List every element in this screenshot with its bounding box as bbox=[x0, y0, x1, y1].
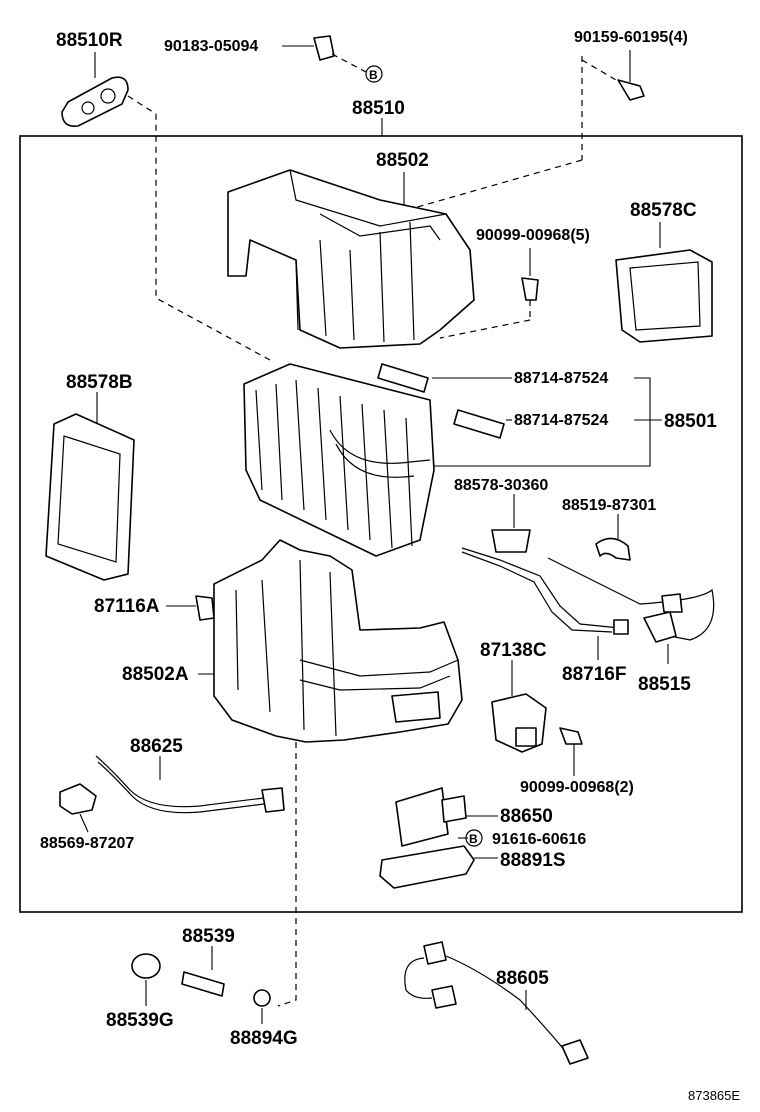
assembly-frame-88510 bbox=[19, 118, 743, 913]
marker-b-circle-lower bbox=[465, 829, 483, 847]
figure-code: 873865E bbox=[688, 1088, 740, 1103]
label-90183-05094: 90183-05094 bbox=[164, 38, 258, 55]
packing-88578b[interactable] bbox=[45, 392, 135, 581]
marker-b-upper: B bbox=[369, 68, 378, 82]
label-88502a: 88502A bbox=[122, 664, 189, 685]
label-88578b: 88578B bbox=[66, 372, 133, 393]
label-88519-87301: 88519-87301 bbox=[562, 497, 656, 514]
label-88539: 88539 bbox=[182, 926, 235, 947]
thermistor-88716f[interactable] bbox=[461, 547, 629, 660]
label-88510: 88510 bbox=[352, 98, 405, 119]
clip-88578-30360[interactable] bbox=[491, 494, 531, 553]
label-88569-87207: 88569-87207 bbox=[40, 835, 134, 852]
sensor-88515[interactable] bbox=[547, 557, 715, 664]
label-88605: 88605 bbox=[496, 968, 549, 989]
label-88501: 88501 bbox=[664, 411, 717, 432]
screw-90159-60195[interactable] bbox=[329, 50, 645, 233]
harness-88625[interactable] bbox=[95, 755, 285, 814]
clip-88569-87207[interactable] bbox=[59, 783, 97, 833]
bracket-88501 bbox=[430, 377, 662, 467]
marker-b-lower: B bbox=[469, 832, 478, 846]
lower-case-88502a[interactable] bbox=[198, 539, 463, 1007]
grommet-88510r[interactable] bbox=[61, 52, 271, 361]
clip-88714-87524-upper[interactable] bbox=[377, 363, 512, 393]
clamp-88894g[interactable] bbox=[253, 989, 271, 1024]
grommet-88539g[interactable] bbox=[131, 953, 161, 1006]
label-88539g: 88539G bbox=[106, 1010, 174, 1031]
upper-case-88502[interactable] bbox=[227, 169, 475, 349]
pipe-88539[interactable] bbox=[181, 946, 225, 997]
cover-88891s[interactable] bbox=[379, 845, 498, 889]
label-88891s: 88891S bbox=[500, 850, 566, 871]
label-90159-60195: 90159-60195(4) bbox=[574, 29, 688, 46]
clip-88519-87301[interactable] bbox=[595, 514, 631, 561]
amplifier-88650[interactable] bbox=[395, 787, 498, 847]
label-88894g: 88894G bbox=[230, 1028, 298, 1049]
evaporator-88501[interactable] bbox=[243, 363, 435, 557]
label-88716f: 88716F bbox=[562, 664, 626, 685]
wire-harness-88605[interactable] bbox=[404, 941, 589, 1065]
screw-90099-00968-5[interactable] bbox=[439, 248, 539, 339]
screw-90099-00968-2[interactable] bbox=[559, 727, 583, 776]
label-87116a: 87116A bbox=[94, 596, 160, 617]
label-88650: 88650 bbox=[500, 806, 553, 827]
label-90099-00968-2: 90099-00968(2) bbox=[520, 779, 634, 796]
label-88515: 88515 bbox=[638, 674, 691, 695]
label-88625: 88625 bbox=[130, 736, 183, 757]
label-88578-30360: 88578-30360 bbox=[454, 477, 548, 494]
label-88578c: 88578C bbox=[630, 200, 697, 221]
clip-87116a[interactable] bbox=[166, 595, 215, 621]
label-87138c: 87138C bbox=[480, 640, 547, 661]
label-91616-60616: 91616-60616 bbox=[492, 831, 586, 848]
label-88714-87524-lower: 88714-87524 bbox=[514, 412, 608, 429]
resistor-87138c[interactable] bbox=[491, 660, 547, 753]
clip-88714-87524-lower[interactable] bbox=[453, 409, 512, 439]
clip-90183-05094[interactable] bbox=[282, 35, 383, 83]
packing-88578c[interactable] bbox=[615, 222, 713, 343]
label-88714-87524-upper: 88714-87524 bbox=[514, 370, 608, 387]
label-90099-00968-5: 90099-00968(5) bbox=[476, 227, 590, 244]
label-88510r: 88510R bbox=[56, 30, 123, 51]
label-88502: 88502 bbox=[376, 150, 429, 171]
